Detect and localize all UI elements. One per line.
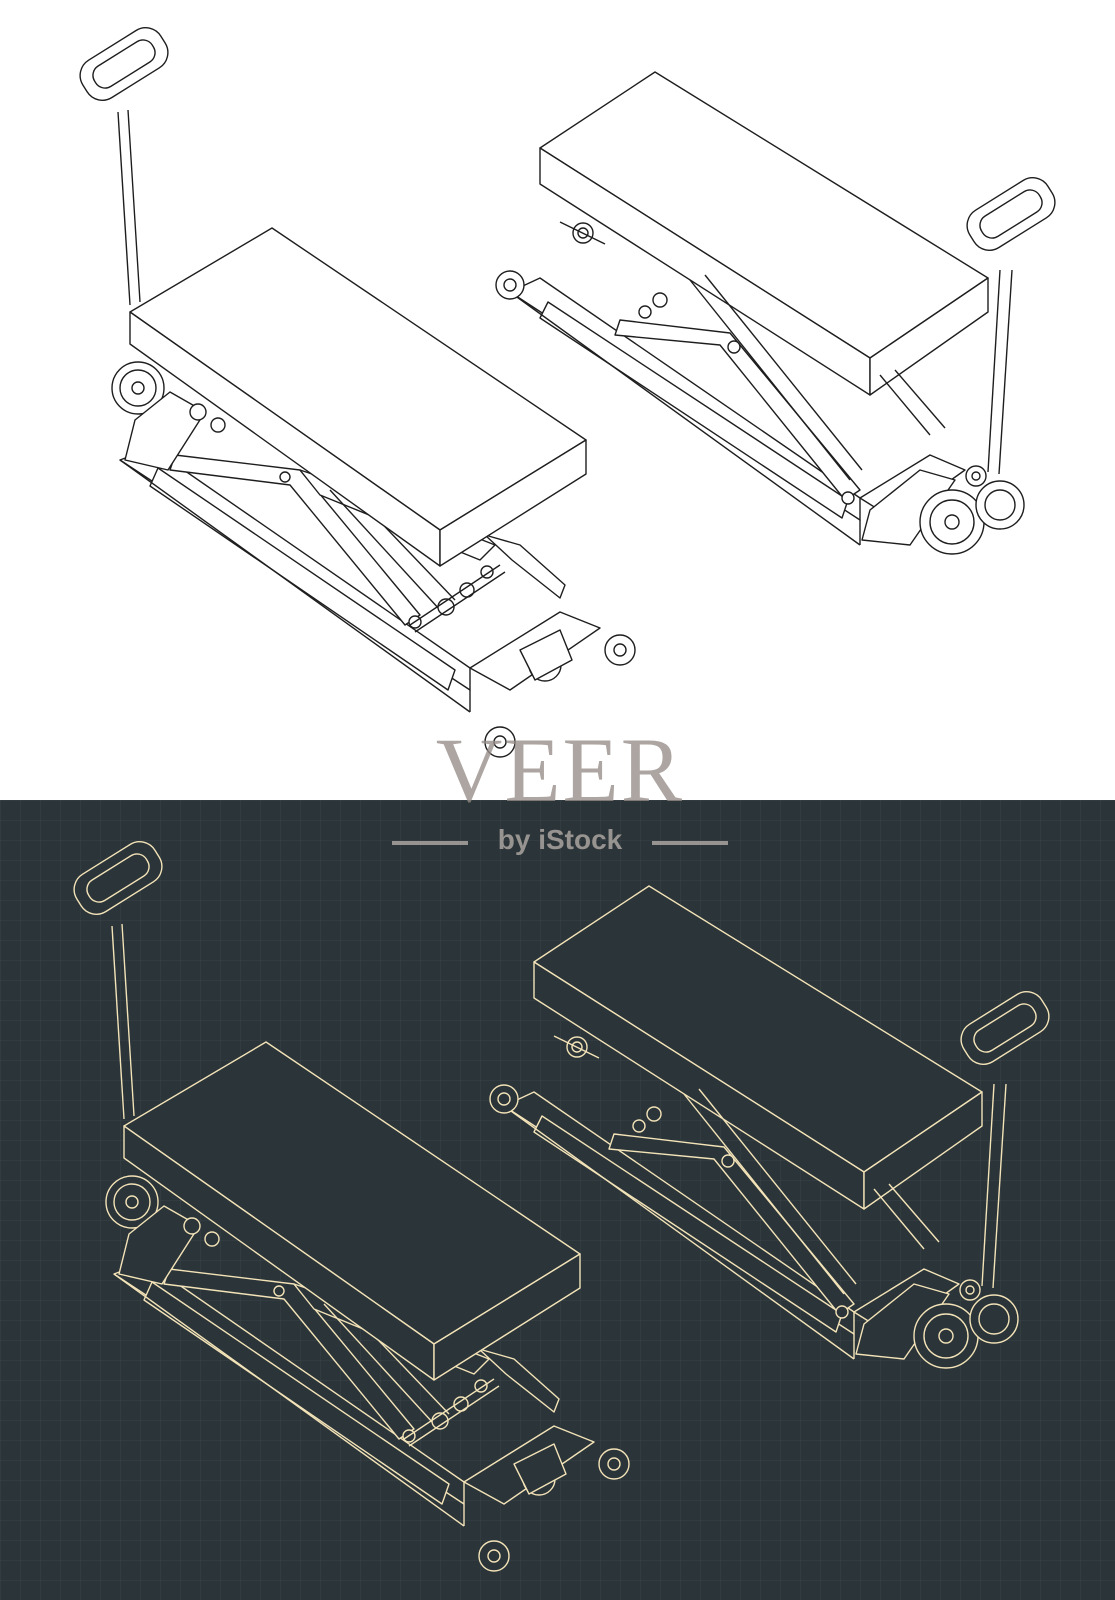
dark-blueprint-panel: [0, 800, 1115, 1600]
lift-cart-drawing-dark: [0, 800, 1115, 1600]
blueprint-grid: [0, 800, 1115, 1600]
light-blueprint-panel: [72, 20, 1063, 758]
lift-cart-drawing-light: [72, 20, 1063, 758]
